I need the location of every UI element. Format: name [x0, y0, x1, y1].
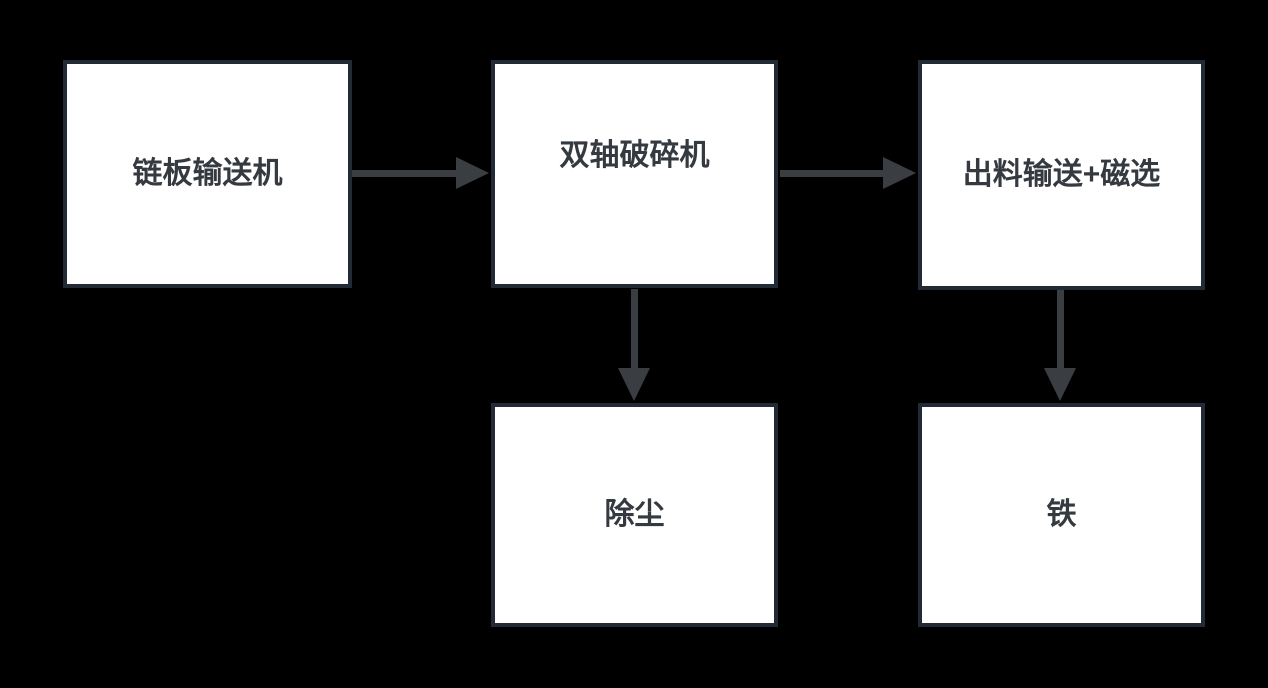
arrow-head-down-icon: [1044, 368, 1076, 401]
node-iron: 铁: [918, 403, 1205, 627]
node-dust-removal: 除尘: [491, 403, 778, 627]
arrow-head-right-icon: [883, 157, 916, 189]
arrow-discharge-to-iron: [1044, 290, 1076, 401]
arrow-shaft: [630, 289, 638, 368]
arrow-crusher-to-discharge: [780, 157, 916, 189]
node-double-shaft-crusher-label: 双轴破碎机: [559, 139, 710, 172]
node-chain-plate-conveyor: 链板输送机: [63, 60, 352, 288]
arrow-shaft: [352, 169, 456, 177]
arrow-crusher-to-dust-removal: [618, 289, 650, 401]
node-discharge-conveyor-magnetic-separation: 出料输送+磁选: [918, 60, 1205, 290]
arrow-shaft: [780, 169, 883, 177]
arrow-head-right-icon: [456, 157, 489, 189]
node-chain-plate-conveyor-label: 链板输送机: [132, 157, 283, 190]
node-dust-removal-label: 除尘: [604, 498, 665, 531]
node-double-shaft-crusher: 双轴破碎机: [491, 60, 778, 288]
node-discharge-conveyor-magnetic-separation-label: 出料输送+磁选: [962, 158, 1161, 191]
arrow-shaft: [1056, 290, 1064, 368]
arrow-head-down-icon: [618, 368, 650, 401]
arrow-conveyor-to-crusher: [352, 157, 489, 189]
node-iron-label: 铁: [1046, 498, 1077, 531]
